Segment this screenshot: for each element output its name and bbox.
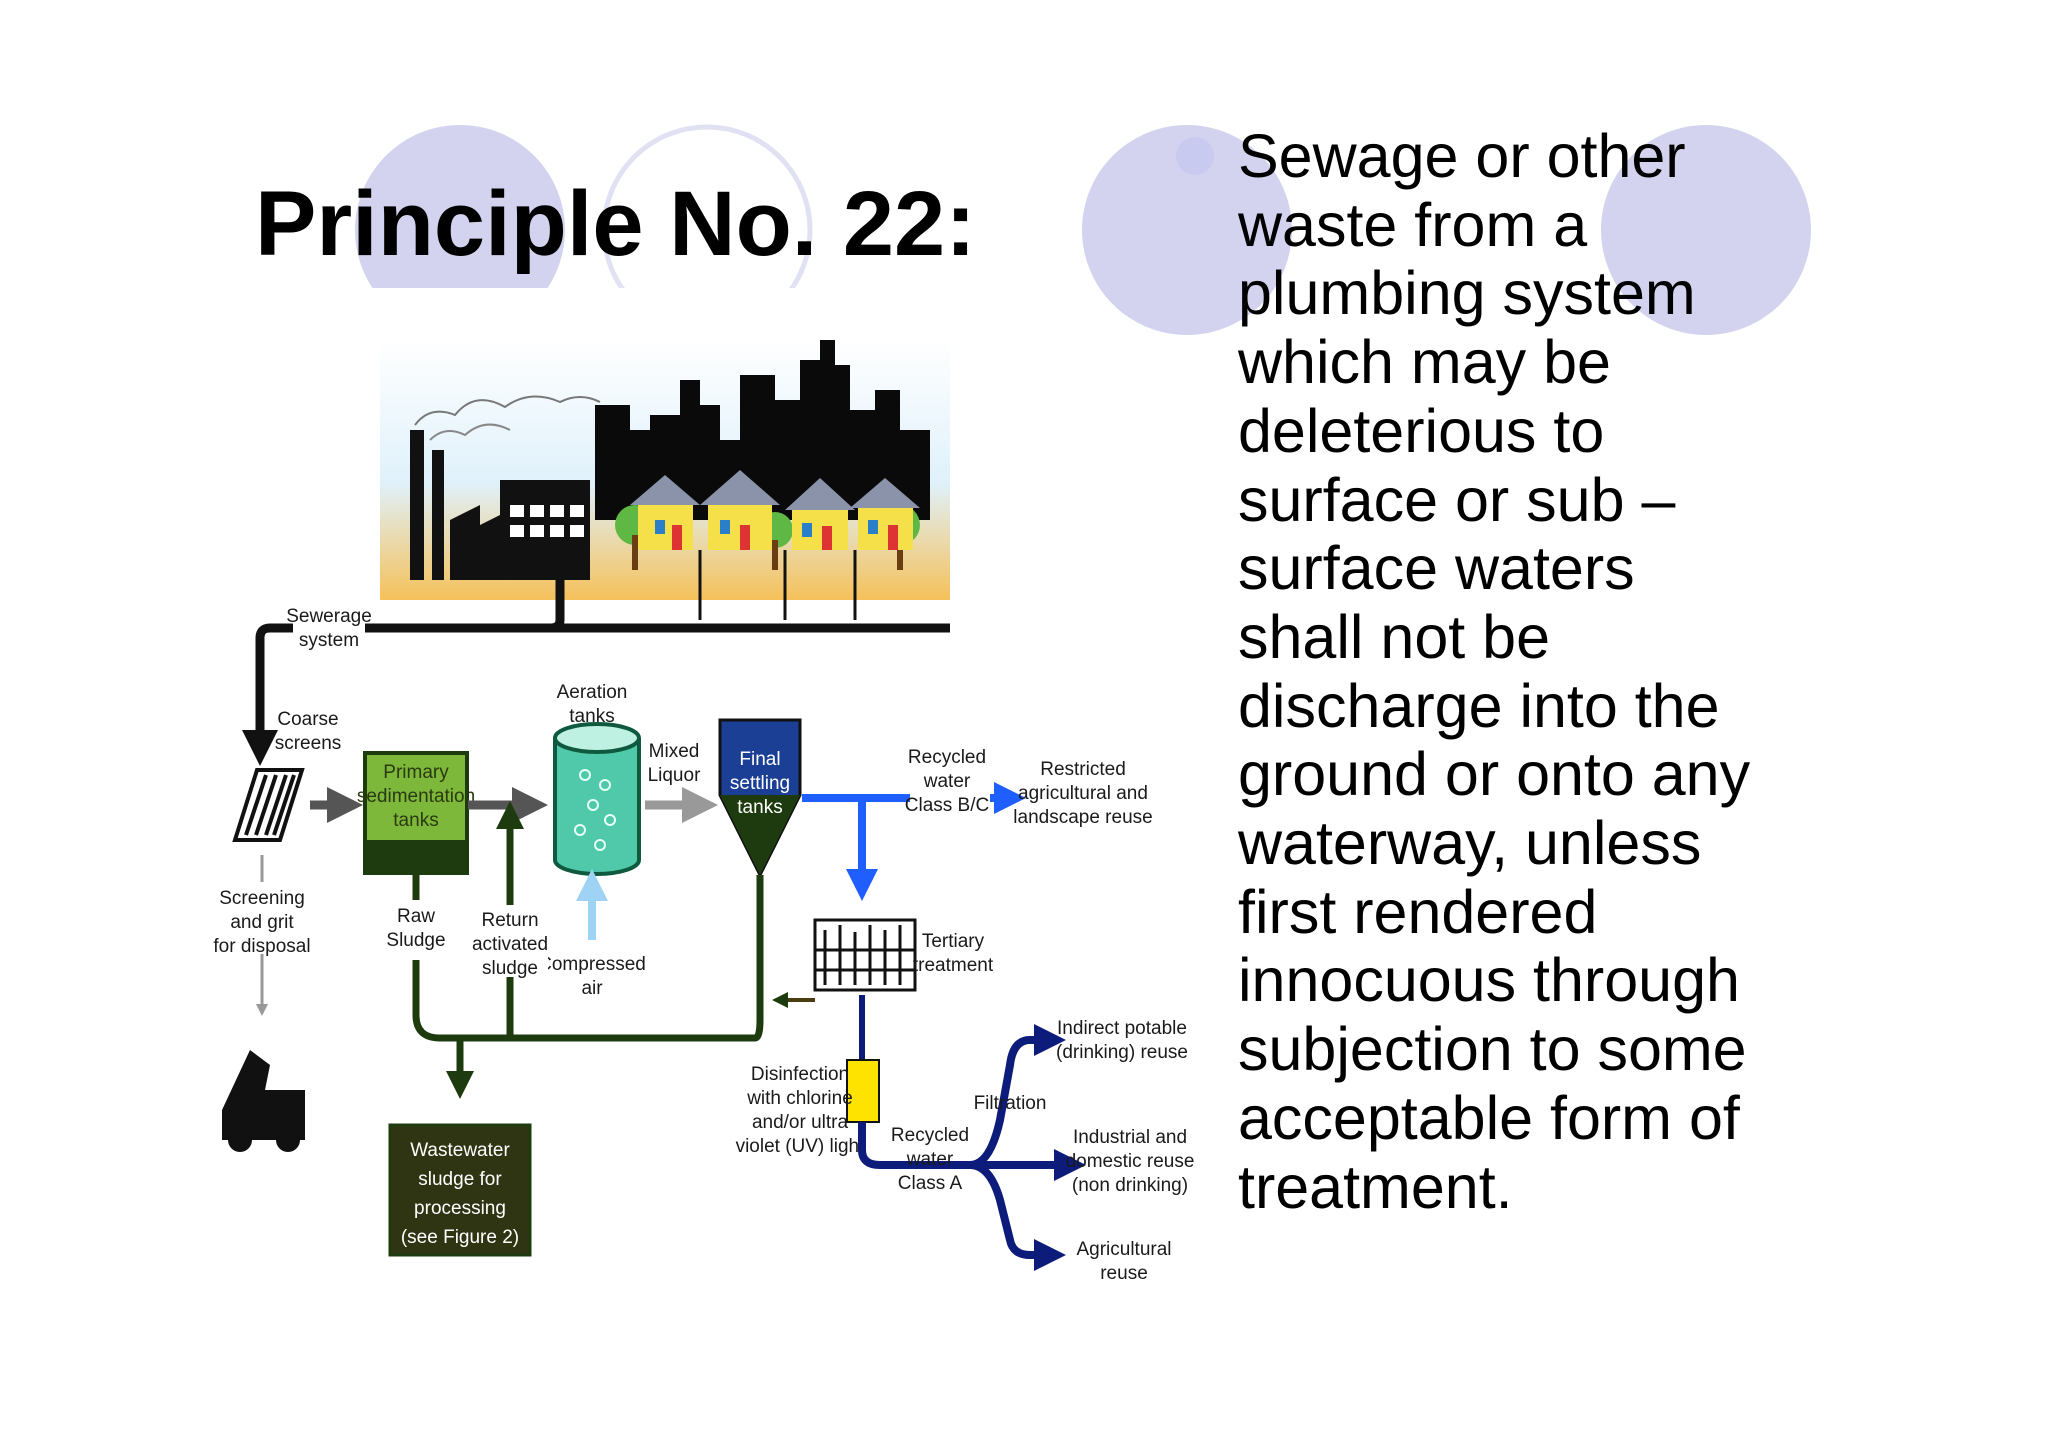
primary-sedimentation-tank [363, 751, 469, 875]
filtration-label: Filtration [974, 1093, 1047, 1114]
final-settling-tank [718, 718, 802, 879]
city-scene-illustration [380, 340, 950, 620]
coarse-screen-grate [232, 768, 305, 842]
sewerage-pipe [242, 570, 950, 766]
recycled-bc-line [802, 782, 1026, 901]
aeration-tank [553, 722, 641, 876]
indirect-potable-label: Indirect potable(drinking) reuse [1056, 1018, 1188, 1063]
class-a-distribution-lines [858, 1024, 1086, 1271]
disinfection-unit [846, 1059, 880, 1123]
wastewater-sludge-box [388, 1123, 532, 1257]
tertiary-treatment-plant-icon [813, 918, 917, 992]
circle-bullet-icon [1176, 137, 1214, 175]
principle-text: Sewage or other waste from a plumbing sy… [1238, 122, 1751, 1221]
slide-title: Principle No. 22: [255, 173, 976, 275]
disposal-truck-icon [222, 1050, 305, 1152]
